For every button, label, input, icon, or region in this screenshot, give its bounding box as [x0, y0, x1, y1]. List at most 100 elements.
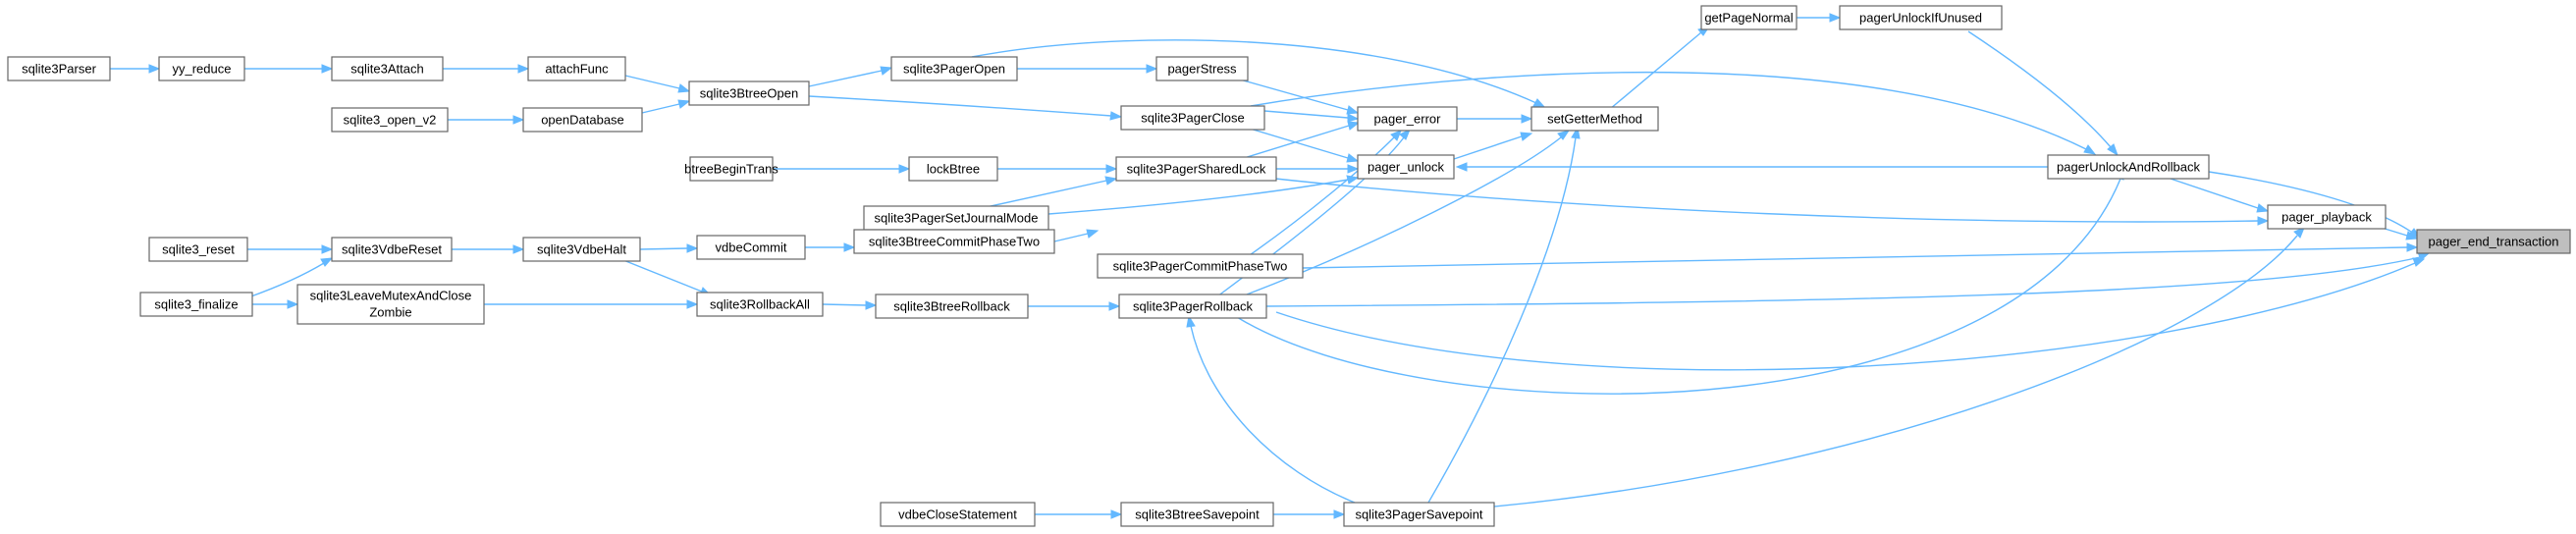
node-label: vdbeCommit [716, 240, 787, 255]
edge-pagerStress-pager_error [1232, 77, 1360, 115]
node-sqlite3_finalize[interactable]: sqlite3_finalize [139, 292, 253, 317]
node-sqlite3_reset[interactable]: sqlite3_reset [148, 237, 248, 262]
edge-sqlite3LeaveMutexAndCloseZombie-sqlite3RollbackAll [484, 299, 699, 309]
node-pager_playback[interactable]: pager_playback [2267, 204, 2387, 230]
node-pagerStress[interactable]: pagerStress [1155, 56, 1249, 81]
node-label: pager_unlock [1368, 160, 1445, 175]
node-label: btreeBeginTrans [684, 162, 778, 177]
node-pager_unlock[interactable]: pager_unlock [1357, 154, 1455, 180]
node-pager_end_transaction[interactable]: pager_end_transaction [2416, 229, 2571, 254]
node-sqlite3_open_v2[interactable]: sqlite3_open_v2 [331, 107, 449, 133]
edge-pagerUnlockAndRollback-pager_playback [2164, 176, 2270, 213]
edge-sqlite3VdbeReset-sqlite3VdbeHalt [452, 244, 525, 254]
edge-sqlite3PagerCommitPhaseTwo-pager_end_transaction [1302, 242, 2419, 269]
node-pagerUnlockAndRollback[interactable]: pagerUnlockAndRollback [2047, 154, 2210, 180]
edge-sqlite3BtreeOpen-sqlite3PagerOpen [808, 66, 893, 87]
node-sqlite3VdbeReset[interactable]: sqlite3VdbeReset [331, 237, 453, 262]
node-label: sqlite3BtreeSavepoint [1135, 507, 1260, 522]
edge-sqlite3PagerOpen-pagerStress [1017, 64, 1158, 74]
edge-sqlite3BtreeOpen-sqlite3PagerClose [808, 95, 1123, 121]
edge-sqlite3VdbeHalt-vdbeCommit [639, 243, 699, 253]
edge-btreeBeginTrans-lockBtree [773, 164, 911, 174]
node-sqlite3RollbackAll[interactable]: sqlite3RollbackAll [696, 292, 824, 317]
node-label-line2: Zombie [369, 305, 411, 320]
node-sqlite3Parser[interactable]: sqlite3Parser [7, 56, 111, 81]
edge-sqlite3PagerSetJournalMode-sqlite3PagerSharedLock [981, 176, 1118, 209]
node-sqlite3BtreeRollback[interactable]: sqlite3BtreeRollback [875, 294, 1029, 319]
node-label: sqlite3PagerSetJournalMode [875, 211, 1039, 226]
node-label: sqlite3VdbeHalt [537, 242, 626, 257]
node-sqlite3LeaveMutexAndCloseZombie[interactable]: sqlite3LeaveMutexAndClose Zombie [296, 284, 485, 325]
node-vdbeCommit[interactable]: vdbeCommit [696, 235, 806, 260]
node-label: sqlite3RollbackAll [710, 297, 810, 312]
node-sqlite3BtreeOpen[interactable]: sqlite3BtreeOpen [688, 80, 810, 106]
node-label: yy_reduce [173, 62, 232, 77]
node-label: pagerUnlockAndRollback [2057, 160, 2200, 175]
edge-sqlite3VdbeHalt-sqlite3RollbackAll [617, 257, 713, 296]
edge-sqlite3_finalize-sqlite3LeaveMutexAndCloseZombie [252, 299, 299, 309]
edge-sqlite3PagerRollback-loop [1275, 257, 2426, 371]
node-sqlite3VdbeHalt[interactable]: sqlite3VdbeHalt [522, 237, 641, 262]
edge-pager_unlock-setGetterMethod [1453, 132, 1533, 160]
edge-sqlite3BtreeCommitPhaseTwo-sqlite3PagerCommitPhaseTwo [1053, 229, 1100, 242]
node-label: sqlite3VdbeReset [342, 242, 442, 257]
node-sqlite3PagerSavepoint[interactable]: sqlite3PagerSavepoint [1343, 502, 1495, 527]
edge-pager_error-setGetterMethod [1457, 114, 1533, 124]
node-yy_reduce[interactable]: yy_reduce [158, 56, 245, 81]
node-label: vdbeCloseStatement [898, 507, 1017, 522]
node-label: attachFunc [545, 62, 609, 77]
node-getPageNormal[interactable]: getPageNormal [1700, 5, 1798, 30]
node-sqlite3BtreeCommitPhaseTwo[interactable]: sqlite3BtreeCommitPhaseTwo [853, 229, 1055, 254]
edge-sqlite3PagerSharedLock-pager_unlock [1276, 164, 1360, 174]
node-sqlite3PagerSetJournalMode[interactable]: sqlite3PagerSetJournalMode [863, 205, 1049, 231]
edge-sqlite3PagerSavepoint-setGetterMethod [1427, 126, 1581, 504]
node-label: sqlite3_open_v2 [344, 113, 437, 128]
node-label: pager_error [1374, 112, 1442, 127]
node-label: pager_playback [2281, 210, 2372, 225]
node-openDatabase[interactable]: openDatabase [522, 107, 643, 133]
node-label: sqlite3PagerOpen [903, 62, 1005, 77]
node-sqlite3PagerRollback[interactable]: sqlite3PagerRollback [1118, 294, 1267, 319]
edge-sqlite3PagerClose-pager_error [1263, 110, 1360, 123]
node-pager_error[interactable]: pager_error [1357, 106, 1458, 132]
edge-yy_reduce-sqlite3Attach [244, 64, 334, 74]
edge-sqlite3_reset-sqlite3VdbeReset [247, 244, 334, 254]
edge-getPageNormal-pagerUnlockIfUnused [1797, 13, 1842, 23]
node-label: getPageNormal [1704, 11, 1793, 26]
node-label: sqlite3PagerCommitPhaseTwo [1113, 259, 1288, 274]
node-label: sqlite3PagerSavepoint [1355, 507, 1482, 522]
node-attachFunc[interactable]: attachFunc [527, 56, 626, 81]
node-sqlite3Attach[interactable]: sqlite3Attach [331, 56, 444, 81]
edge-sqlite3_open_v2-openDatabase [448, 115, 525, 125]
node-sqlite3PagerClose[interactable]: sqlite3PagerClose [1120, 105, 1265, 131]
node-sqlite3PagerCommitPhaseTwo[interactable]: sqlite3PagerCommitPhaseTwo [1097, 253, 1304, 279]
edge-sqlite3PagerClose-pager_unlock [1246, 127, 1360, 163]
edge-sqlite3PagerRollback-pager_end_transaction [1265, 251, 2431, 307]
node-btreeBeginTrans[interactable]: btreeBeginTrans [684, 156, 778, 182]
edge-sqlite3Parser-yy_reduce [110, 64, 161, 74]
node-label: sqlite3BtreeCommitPhaseTwo [869, 235, 1040, 249]
node-sqlite3BtreeSavepoint[interactable]: sqlite3BtreeSavepoint [1120, 502, 1274, 527]
node-label: sqlite3PagerClose [1141, 111, 1245, 126]
node-vdbeCloseStatement[interactable]: vdbeCloseStatement [880, 502, 1036, 527]
node-label: sqlite3_reset [162, 242, 235, 257]
edge-sqlite3BtreeSavepoint-sqlite3PagerSavepoint [1273, 509, 1346, 519]
edge-vdbeCommit-sqlite3BtreeCommitPhaseTwo [805, 242, 856, 252]
node-label: sqlite3Parser [22, 62, 97, 77]
edge-sqlite3_finalize-sqlite3VdbeReset [244, 257, 334, 299]
node-label: sqlite3BtreeOpen [700, 86, 798, 101]
node-setGetterMethod[interactable]: setGetterMethod [1530, 106, 1659, 132]
edge-sqlite3PagerCommitPhaseTwo-pager_error [1246, 130, 1402, 258]
node-sqlite3PagerSharedLock[interactable]: sqlite3PagerSharedLock [1115, 156, 1277, 182]
node-sqlite3PagerOpen[interactable]: sqlite3PagerOpen [890, 56, 1018, 81]
edge-openDatabase-sqlite3BtreeOpen [641, 99, 691, 114]
edge-sqlite3PagerOpen-setGetterMethod [971, 39, 1547, 109]
node-label: sqlite3_finalize [154, 297, 238, 312]
node-pagerUnlockIfUnused[interactable]: pagerUnlockIfUnused [1839, 5, 2003, 30]
node-label: pagerUnlockIfUnused [1859, 11, 1982, 26]
node-lockBtree[interactable]: lockBtree [908, 156, 998, 182]
edge-sqlite3RollbackAll-sqlite3BtreeRollback [822, 300, 878, 310]
edge-sqlite3Attach-attachFunc [443, 64, 530, 74]
edge-attachFunc-sqlite3BtreeOpen [624, 75, 691, 93]
